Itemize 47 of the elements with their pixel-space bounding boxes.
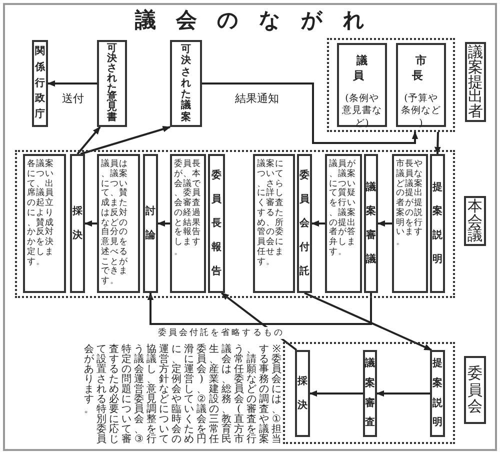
arrow: [147, 292, 372, 325]
section-frame: [283, 342, 455, 444]
description-box: 議員が、議案について質疑を行い、議案の提出者が答弁します。: [325, 154, 362, 293]
arrow: [84, 220, 97, 227]
proposer-name: 市長: [411, 53, 434, 83]
arrow: [202, 82, 418, 144]
arrow: [76, 126, 101, 155]
arrow: [377, 220, 392, 227]
section-label: 委員会: [464, 356, 486, 424]
proposer-box: [337, 43, 387, 127]
arrow: [311, 220, 325, 227]
step-box: 採決: [70, 154, 85, 293]
arrow: [47, 80, 97, 87]
step-box: 提案説明: [430, 154, 445, 293]
step-box: 委員長報告: [208, 154, 225, 293]
arrow: [434, 132, 441, 155]
proposer-name: 議員: [352, 53, 376, 83]
arrow: [80, 126, 171, 155]
proposer-box: [396, 43, 446, 127]
edge-label: 委員会付託を省略するもの: [158, 327, 284, 339]
arrow: [157, 220, 170, 227]
arrow: [304, 292, 432, 351]
note-text: ※委員会には、①担当する事務の調査や議案、請願などの審査を行う常任委員会(直方市議会は、総務、教育民生、産業建設の三常任委員会)、②議会を円滑に運営していくために、定例会や臨時会の運営方針などについて協議し、意見調整を行う議会運営委員会、③特定の問題について審査するため必要に応じて設置される特別委員会があります。: [83, 345, 282, 447]
step-box: 討論: [143, 154, 158, 293]
edge-label: 結果通知: [235, 91, 279, 106]
description-box: 各議案について、出席議員の起立により、賛成か反対かを決定します。: [23, 154, 66, 293]
section-label: 議案提出者: [465, 42, 486, 122]
title: 議会のながれ: [134, 7, 386, 34]
step-box: 議案審議: [364, 154, 378, 293]
proposal-types: (予算や条例など): [401, 93, 441, 130]
step-box: 議案審査: [363, 350, 377, 437]
document-box: 可決された意見書: [97, 40, 127, 127]
step-box: 採決: [295, 350, 310, 437]
document-box: 関係行政庁: [32, 40, 48, 127]
description-box: 議案について、さらに詳しく審査するため、所管の委員会に任せます。: [253, 154, 295, 293]
section-frame: [15, 150, 455, 298]
arrow: [376, 390, 430, 397]
description-box: 委員長が、本会議で、委員会審査の経過と結果を報告します。: [170, 154, 206, 293]
step-box: 提案説明: [430, 350, 445, 437]
arrow: [309, 390, 363, 397]
description-box: 議員は、議案について、賛成または反対などの自分の意見を述べることができます。: [97, 154, 140, 293]
step-box: 委員会付託: [297, 154, 312, 293]
edge-label: 送付: [62, 91, 84, 106]
document-box: 可決された議案: [170, 40, 202, 127]
section-frame: [327, 38, 455, 132]
section-label: 本会議: [464, 196, 486, 246]
description-box: 市長や議員など議案の提出者が提案の説明を行います。: [392, 154, 428, 293]
